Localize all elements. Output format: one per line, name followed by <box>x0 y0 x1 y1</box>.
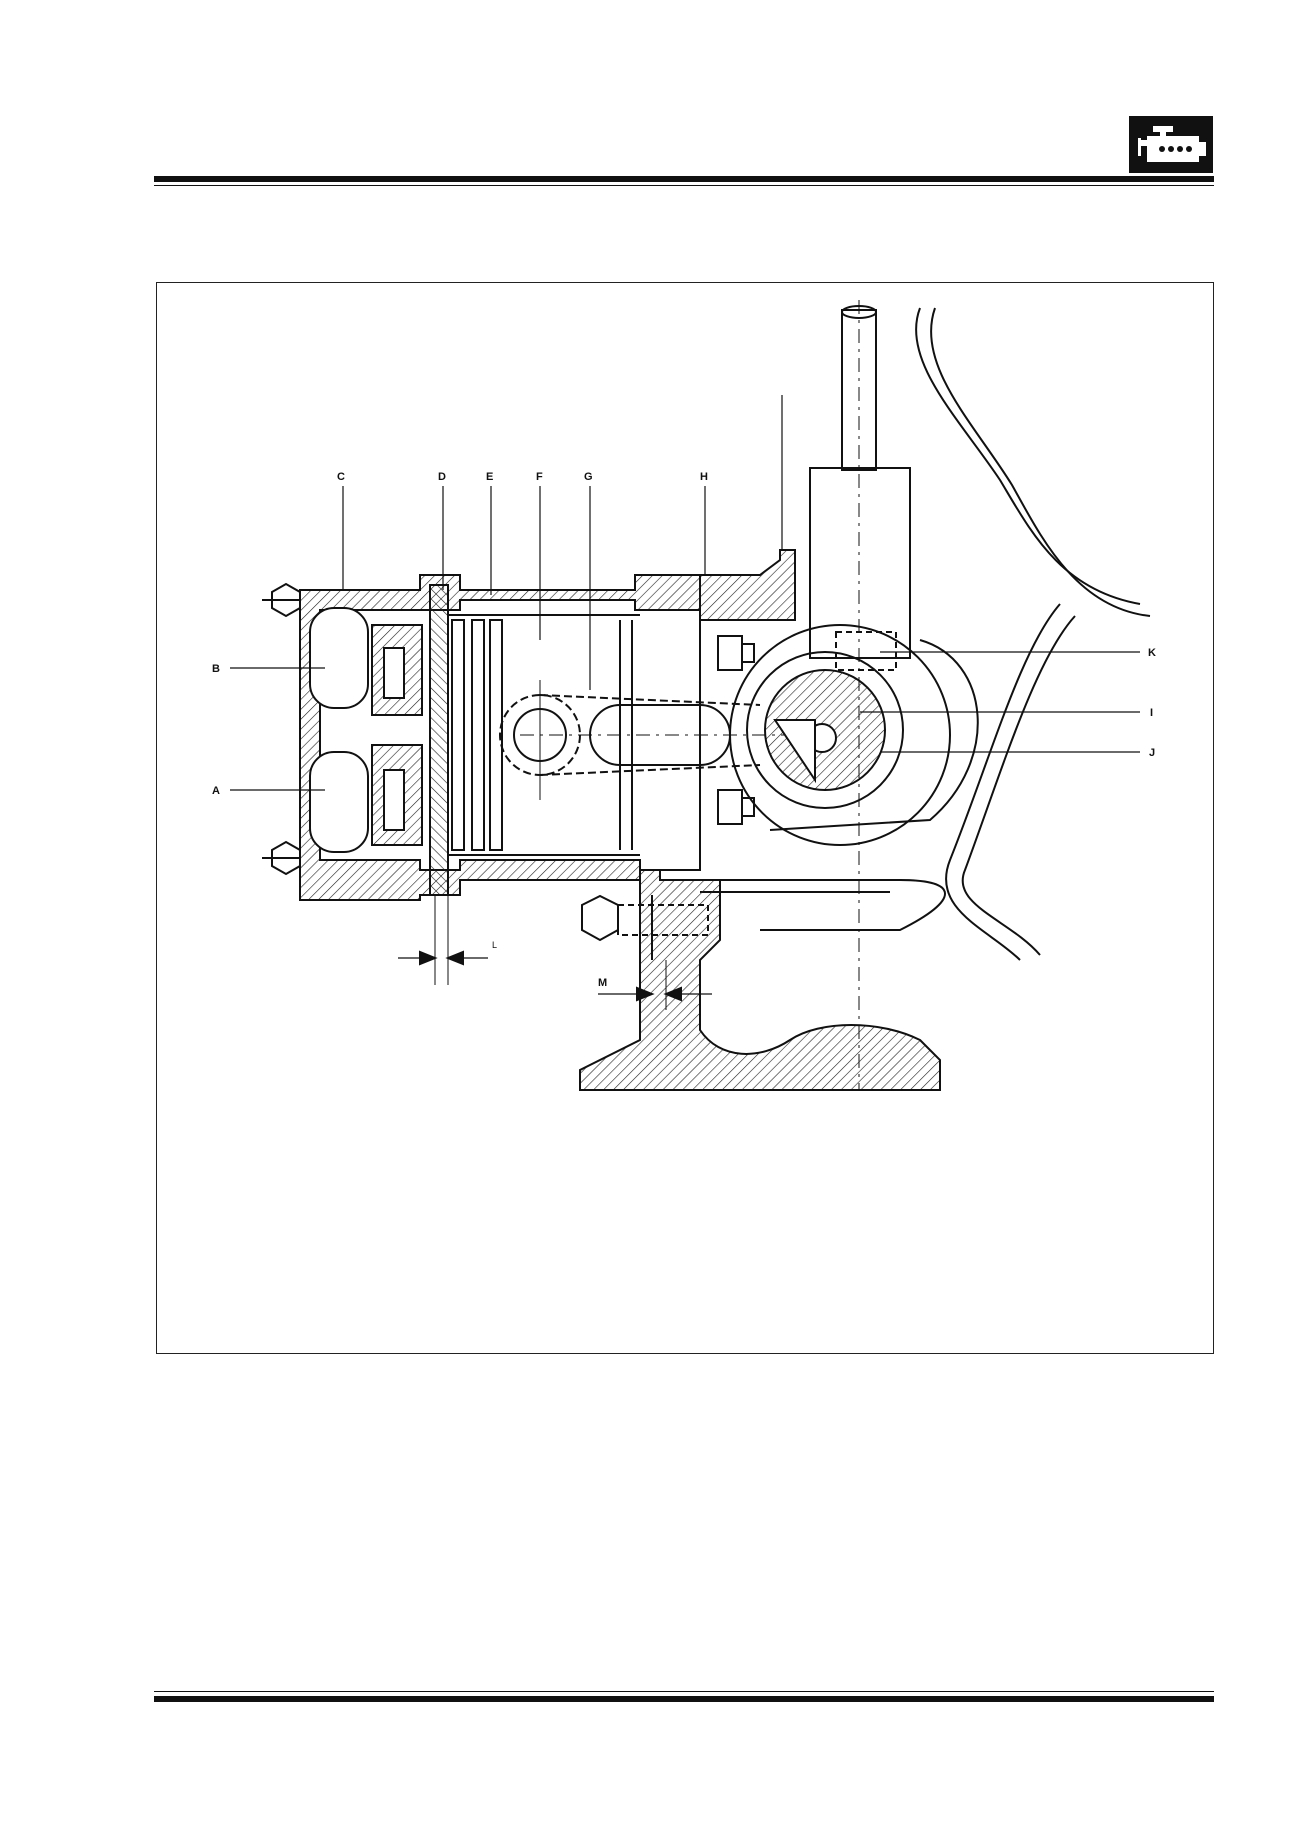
callout-k: K <box>1148 647 1156 659</box>
callout-m: M <box>598 977 607 989</box>
callout-j: J <box>1149 747 1155 759</box>
mounting-bolt <box>581 894 709 960</box>
callout-l: L <box>492 940 497 950</box>
callout-h: H <box>700 471 708 483</box>
lower-housing <box>579 869 941 1091</box>
crank-bolts <box>717 631 897 825</box>
callout-f: F <box>536 471 543 483</box>
compressor-housing <box>299 549 796 901</box>
callout-a: A <box>212 785 220 797</box>
callout-c: C <box>337 471 345 483</box>
callout-d: D <box>438 471 446 483</box>
callout-labels: C D E F G H B A K I J L M <box>212 471 1156 989</box>
callout-g: G <box>584 471 593 483</box>
clearance-dimension-m <box>598 960 712 1010</box>
callout-b: B <box>212 663 220 675</box>
clearance-dimension-l <box>398 895 488 985</box>
eccentric-crank <box>729 624 979 846</box>
callout-e: E <box>486 471 493 483</box>
callout-leaders <box>230 395 1140 791</box>
header-rule-thin <box>154 185 1214 186</box>
footer-rule <box>154 1696 1214 1702</box>
drive-shaft <box>809 300 911 1090</box>
engine-block-outline <box>700 307 1151 961</box>
end-cover <box>309 607 423 853</box>
footer-rule-thin <box>154 1691 1214 1692</box>
callout-i: I <box>1150 707 1153 719</box>
header-rule <box>154 176 1214 182</box>
figure-frame <box>156 282 1214 1354</box>
engine-icon <box>1129 116 1213 173</box>
end-cover-bolts <box>262 582 301 876</box>
